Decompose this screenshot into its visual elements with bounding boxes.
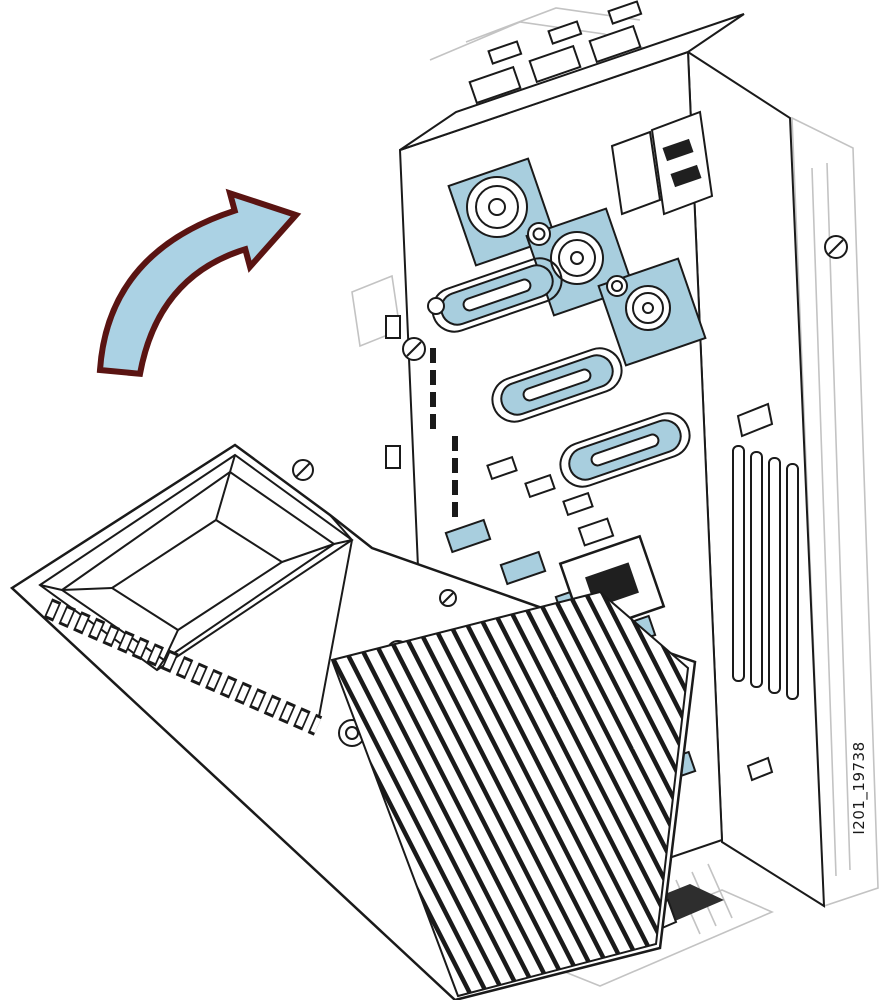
right-panel-window: [736, 402, 774, 438]
right-screw: [824, 235, 848, 259]
fuse-handle: [431, 257, 563, 333]
fuse-knob: [625, 285, 671, 331]
ghost-panel-ribs: [811, 162, 851, 877]
fuse-knob: [466, 176, 528, 238]
fuse-knob: [550, 231, 604, 285]
screw: [402, 337, 426, 361]
fuse-handle: [559, 412, 691, 488]
right-panel-slot: [746, 756, 774, 782]
screw: [427, 297, 445, 315]
right-panel-vent-slots: [732, 445, 799, 700]
mid-slot-row: [486, 455, 594, 517]
top-terminal-blocks: [468, 0, 714, 216]
left-edge-details: [385, 297, 458, 517]
small-contact-inner: [611, 280, 623, 292]
screw: [292, 459, 314, 481]
small-contact-inner: [532, 227, 546, 241]
figure-id-label: I201_19738: [850, 741, 869, 834]
cover-drawing: [9, 443, 697, 1000]
curved-arrow: [96, 188, 302, 378]
cover-tray: [38, 453, 354, 723]
fuse-handle: [491, 347, 623, 423]
cover-vent-grille: [330, 590, 690, 998]
open-direction-arrow: [96, 188, 302, 378]
screw: [439, 589, 457, 607]
fuse-pull-handles: [431, 257, 691, 488]
fuse-contact-plates: [447, 157, 707, 367]
slot-column: [430, 348, 458, 517]
unit-top-face: [399, 13, 745, 151]
cover-hinge-teeth: [43, 598, 323, 736]
